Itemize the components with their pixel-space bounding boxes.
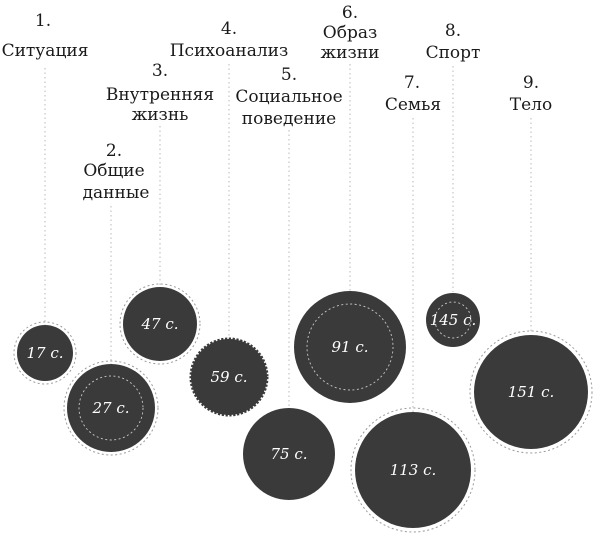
bubble-value-1: 17 с. bbox=[26, 344, 63, 362]
bubble-8: 145 с. bbox=[426, 293, 480, 347]
label-number-6: 6. bbox=[342, 3, 358, 23]
bubble-value-2: 27 с. bbox=[91, 399, 129, 417]
bubble-9: 151 с. bbox=[469, 330, 593, 454]
label-number-1: 1. bbox=[35, 11, 51, 31]
bubble-value-4: 59 с. bbox=[210, 368, 247, 386]
label-number-9: 9. bbox=[523, 73, 539, 93]
label-title-9: Тело bbox=[510, 95, 552, 115]
label-number-5: 5. bbox=[281, 65, 297, 85]
bubble-value-8: 145 с. bbox=[430, 311, 477, 329]
label-title-6-line-2: жизни bbox=[321, 43, 380, 63]
label-title-5-line-1: Социальное bbox=[235, 87, 342, 107]
label-title-4: Психоанализ bbox=[170, 41, 289, 61]
label-title-3-line-1: Внутренняя bbox=[106, 85, 214, 105]
bubble-4: 59 с. bbox=[189, 337, 269, 417]
label-title-2-line-1: Общие bbox=[83, 161, 144, 181]
bubble-3: 47 с. bbox=[119, 283, 201, 365]
label-title-8: Спорт bbox=[426, 43, 481, 63]
label-number-7: 7. bbox=[404, 73, 420, 93]
label-title-6-line-1: Образ bbox=[323, 23, 377, 43]
bubble-1: 17 с. bbox=[13, 321, 77, 385]
label-number-4: 4. bbox=[221, 19, 237, 39]
bubble-value-7: 113 с. bbox=[390, 461, 437, 479]
bubble-value-9: 151 с. bbox=[508, 383, 555, 401]
bubble-5: 75 с. bbox=[243, 408, 335, 500]
label-title-7: Семья bbox=[385, 95, 441, 115]
bubble-2: 27 с. bbox=[63, 360, 159, 456]
label-number-8: 8. bbox=[445, 21, 461, 41]
bubble-value-3: 47 с. bbox=[140, 315, 178, 333]
bubble-value-6: 91 с. bbox=[331, 338, 368, 356]
bubble-value-5: 75 с. bbox=[270, 445, 307, 463]
label-number-2: 2. bbox=[106, 141, 122, 161]
label-title-3-line-2: жизнь bbox=[132, 105, 189, 125]
bubble-6: 91 с. bbox=[294, 291, 406, 403]
bubble-7: 113 с. bbox=[350, 407, 476, 533]
label-number-3: 3. bbox=[152, 61, 168, 81]
label-title-2-line-2: данные bbox=[83, 183, 150, 203]
label-title-1: Ситуация bbox=[2, 41, 89, 61]
label-title-5-line-2: поведение bbox=[242, 109, 336, 129]
